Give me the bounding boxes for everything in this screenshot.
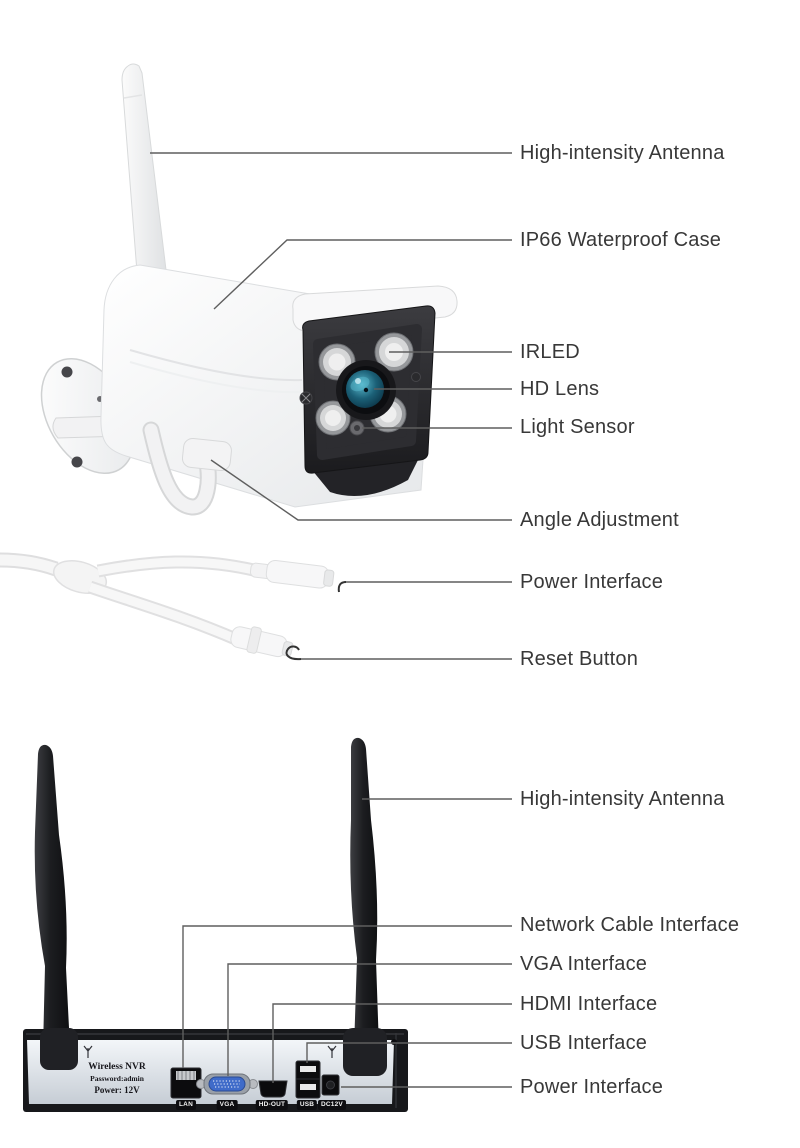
cable-illustration <box>0 552 335 658</box>
leader-usb-interface <box>306 1042 512 1063</box>
vga-port-badge: VGA <box>216 1100 238 1110</box>
bezel-screws <box>299 372 421 405</box>
leader-vga-interface <box>227 963 512 1076</box>
camera-illustration <box>40 63 458 516</box>
dc-power-port <box>321 1074 340 1096</box>
label-nvr-antenna: High-intensity Antenna <box>520 788 725 810</box>
label-ip66-waterproof-case: IP66 Waterproof Case <box>520 229 722 251</box>
angle-adjustment-arm <box>142 421 232 516</box>
label-usb-interface: USB Interface <box>520 1032 648 1054</box>
antenna-symbol-icon <box>83 1045 337 1058</box>
ir-led <box>315 400 351 436</box>
label-light-sensor: Light Sensor <box>520 416 635 438</box>
label-power-interface: Power Interface <box>520 571 664 593</box>
leader-lines <box>150 152 512 1088</box>
dc12v-port-badge: DC12V <box>318 1100 346 1110</box>
label-hd-lens: HD Lens <box>520 378 600 400</box>
nvr-illustration <box>23 737 408 1112</box>
label-angle-adjustment: Angle Adjustment <box>520 509 679 531</box>
label-hdmi-interface: HDMI Interface <box>520 993 658 1015</box>
leader-ip66-case <box>213 239 512 310</box>
label-reset-button: Reset Button <box>520 648 639 670</box>
lan-port-badge: LAN <box>176 1100 196 1110</box>
hdmi-port-badge: HD-OUT <box>255 1100 289 1110</box>
hdmi-port <box>258 1080 288 1098</box>
camera-antenna <box>121 63 168 296</box>
label-network-interface: Network Cable Interface <box>520 914 740 936</box>
nvr-panel-text: Wireless NVR Password:admin Power: 12V <box>84 1061 150 1096</box>
leader-network-interface <box>182 925 512 1068</box>
usb-port-badge: USB <box>296 1100 318 1110</box>
nvr-antenna-right <box>350 737 379 1048</box>
leader-hook-reset <box>285 645 302 661</box>
leader-hook-power <box>337 581 347 593</box>
usb-port <box>295 1060 321 1099</box>
antenna-hinge <box>343 1028 387 1076</box>
nvr-power-text: Power: 12V <box>94 1085 140 1095</box>
label-irled: IRLED <box>520 341 580 363</box>
vga-port <box>196 1073 258 1095</box>
nvr-antenna-left <box>34 744 70 1049</box>
label-nvr-power-interface: Power Interface <box>520 1076 664 1098</box>
leader-hdmi-interface <box>272 1003 512 1083</box>
nvr-model-text: Wireless NVR <box>88 1062 146 1072</box>
hd-lens <box>336 360 396 420</box>
antenna-hinge <box>40 1028 78 1070</box>
power-interface-connector <box>249 559 335 589</box>
label-high-intensity-antenna: High-intensity Antenna <box>520 142 725 164</box>
reset-button-connector <box>230 626 294 658</box>
nvr-password-text: Password:admin <box>90 1074 144 1083</box>
light-sensor <box>349 420 365 436</box>
leader-angle-adjustment <box>210 459 512 521</box>
label-vga-interface: VGA Interface <box>520 953 648 975</box>
